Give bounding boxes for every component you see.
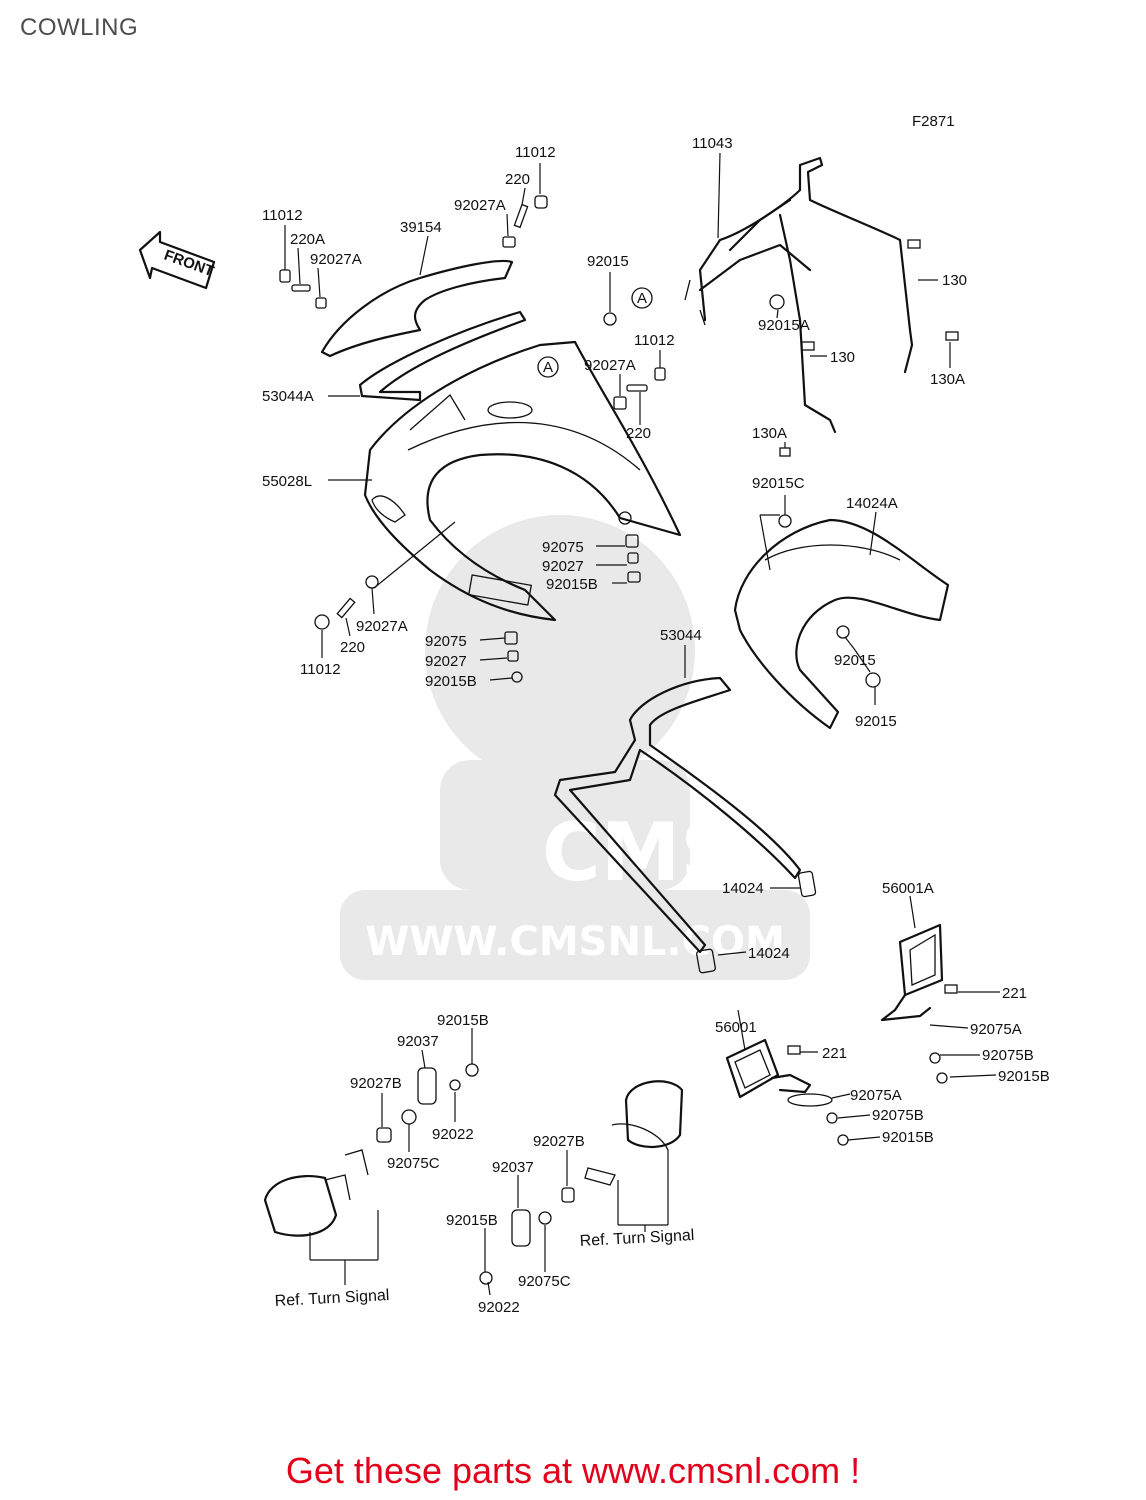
callout-92075-b: 92075 — [425, 633, 467, 650]
callout-92015-a: 92015 — [587, 253, 629, 270]
callout-92015a: 92015A — [758, 317, 810, 334]
callout-11012-c: 11012 — [634, 332, 675, 349]
callout-130-b: 130 — [830, 349, 855, 366]
cowl-stay — [684, 156, 914, 434]
callout-92075a-1: 92075A — [970, 1021, 1022, 1038]
callout-92015-c: 92015 — [855, 713, 897, 730]
watermark-mascot — [425, 515, 695, 785]
callout-92015-b: 92015 — [834, 652, 876, 669]
front-arrow: FRONT — [138, 230, 216, 290]
callout-220a: 220A — [290, 231, 325, 248]
callout-55028l: 55028L — [262, 473, 312, 490]
trim-strip — [358, 310, 527, 402]
callout-92075b-1: 92075B — [982, 1047, 1034, 1064]
callout-92022-b: 92022 — [478, 1299, 520, 1316]
watermark-brand: CMS — [542, 806, 738, 899]
callout-92015b-a: 92015B — [546, 576, 598, 593]
callout-92075c-a: 92075C — [387, 1155, 440, 1172]
exploded-parts-diagram: CMS WWW.CMSNL.COM F2871 FRONT A — [138, 113, 1050, 1316]
callout-92015b-e: 92015B — [437, 1012, 489, 1029]
callout-92037-b: 92037 — [492, 1159, 534, 1176]
circle-marker-a2: A — [543, 359, 553, 376]
callout-220-a: 220 — [505, 171, 530, 188]
callout-92075a-2: 92075A — [850, 1087, 902, 1104]
callout-92027a-3: 92027A — [584, 357, 636, 374]
callout-92015b-b: 92015B — [425, 673, 477, 690]
callout-11043: 11043 — [692, 135, 733, 152]
watermark-badge — [340, 890, 810, 980]
cowl-seal — [553, 676, 817, 974]
callout-220-b: 220 — [626, 425, 651, 442]
callout-92027-a: 92027 — [542, 558, 584, 575]
callout-14024-a: 14024 — [722, 880, 764, 897]
inner-cowl — [733, 518, 950, 730]
ref-turn-signal-right: Ref. Turn Signal — [579, 1227, 694, 1250]
callout-130a-2: 130A — [752, 425, 787, 442]
watermark-url: WWW.CMSNL.COM — [365, 919, 785, 965]
callout-92015c: 92015C — [752, 475, 805, 492]
callout-56001a: 56001A — [882, 880, 934, 897]
ref-turn-signal-left: Ref. Turn Signal — [274, 1287, 389, 1310]
callout-130a-1: 130A — [930, 371, 965, 388]
callout-92015b-c: 92015B — [998, 1068, 1050, 1085]
callout-92037-a: 92037 — [397, 1033, 439, 1050]
turn-signal-right — [584, 1080, 684, 1186]
callout-221-a: 221 — [1002, 985, 1027, 1002]
callout-92075b-2: 92075B — [872, 1107, 924, 1124]
callout-92027a-4: 92027A — [356, 618, 408, 635]
callout-labels: 11012 220 92027A 11043 11012 220A 92027A… — [262, 135, 1050, 1316]
mirror-left — [725, 1038, 833, 1107]
callout-92015b-f: 92015B — [446, 1212, 498, 1229]
callout-92027a-2: 92027A — [310, 251, 362, 268]
circle-marker-a1: A — [637, 290, 647, 307]
page-title: COWLING — [20, 14, 139, 41]
callout-220-c: 220 — [340, 639, 365, 656]
leader-lines — [284, 152, 1000, 1296]
callout-92027-b: 92027 — [425, 653, 467, 670]
callout-14024a: 14024A — [846, 495, 898, 512]
callout-92075c-b: 92075C — [518, 1273, 571, 1290]
callout-53044: 53044 — [660, 627, 702, 644]
windscreen — [320, 259, 514, 358]
callout-92027a-1: 92027A — [454, 197, 506, 214]
callout-11012-b: 11012 — [262, 207, 303, 224]
callout-92022-a: 92022 — [432, 1126, 474, 1143]
callout-11012-d: 11012 — [300, 661, 341, 678]
callout-92027b-a: 92027B — [350, 1075, 402, 1092]
callout-56001: 56001 — [715, 1019, 757, 1036]
footer-link-text[interactable]: Get these parts at www.cmsnl.com ! — [285, 1450, 861, 1491]
upper-cowl: A — [363, 340, 682, 622]
callout-53044a: 53044A — [262, 388, 314, 405]
callout-92015b-d: 92015B — [882, 1129, 934, 1146]
callout-11012-a: 11012 — [515, 144, 556, 161]
callout-14024-b: 14024 — [748, 945, 790, 962]
mirror-right — [880, 923, 944, 1022]
callout-92075-a: 92075 — [542, 539, 584, 556]
watermark: CMS WWW.CMSNL.COM — [340, 515, 810, 980]
callout-92027b-b: 92027B — [533, 1133, 585, 1150]
turn-signal-left — [263, 1149, 369, 1237]
diagram-code: F2871 — [912, 113, 955, 130]
callout-130-a: 130 — [942, 272, 967, 289]
callout-39154: 39154 — [400, 219, 442, 236]
callout-221-b: 221 — [822, 1045, 847, 1062]
